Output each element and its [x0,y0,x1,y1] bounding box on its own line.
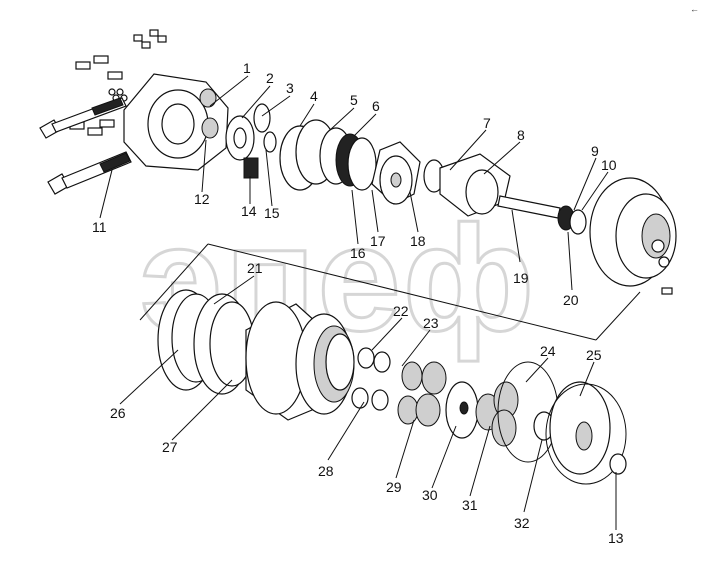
housing-seal-rings [157,289,255,395]
piston-assembly [423,153,587,235]
seal-plates [225,103,277,179]
assembly-lines [139,243,641,341]
callout-30: 30 [422,487,438,503]
callout-29: 29 [386,479,402,495]
callout-8: 8 [517,127,525,143]
callout-22: 22 [393,303,409,319]
callout-31: 31 [462,497,478,513]
callout-27: 27 [162,439,178,455]
motor-cover [589,177,677,295]
callout-23: 23 [423,315,439,331]
corner-mark: ← [690,4,699,14]
callout-25: 25 [586,347,602,363]
leader-lines [99,75,617,530]
cylinder-block [279,119,421,205]
callout-21: 21 [247,260,263,276]
callout-2: 2 [266,70,274,86]
callout-14: 14 [241,203,257,219]
callout-16: 16 [350,245,366,261]
callout-32: 32 [514,515,530,531]
callout-13: 13 [608,530,624,546]
relief-valve-upper [39,97,127,139]
end-cover [497,361,627,485]
callout-4: 4 [310,88,318,104]
callout-5: 5 [350,92,358,108]
callout-18: 18 [410,233,426,249]
callout-20: 20 [563,292,579,308]
callout-15: 15 [264,205,280,221]
callout-3: 3 [286,80,294,96]
callout-labels: 1 2 3 4 5 6 7 8 9 10 11 12 13 14 15 16 1… [92,60,624,546]
valve-housing [123,73,229,171]
callout-28: 28 [318,463,334,479]
callout-10: 10 [601,157,617,173]
reducer-housing [245,301,355,421]
callout-1: 1 [243,60,251,76]
callout-17: 17 [370,233,386,249]
planet-gears [351,347,519,447]
callout-24: 24 [540,343,556,359]
callout-7: 7 [483,115,491,131]
bolts-group [69,29,167,136]
callout-6: 6 [372,98,380,114]
callout-9: 9 [591,143,599,159]
callout-12: 12 [194,191,210,207]
relief-valve-lower [47,151,132,195]
callout-26: 26 [110,405,126,421]
callout-19: 19 [513,270,529,286]
callout-11: 11 [92,219,107,235]
